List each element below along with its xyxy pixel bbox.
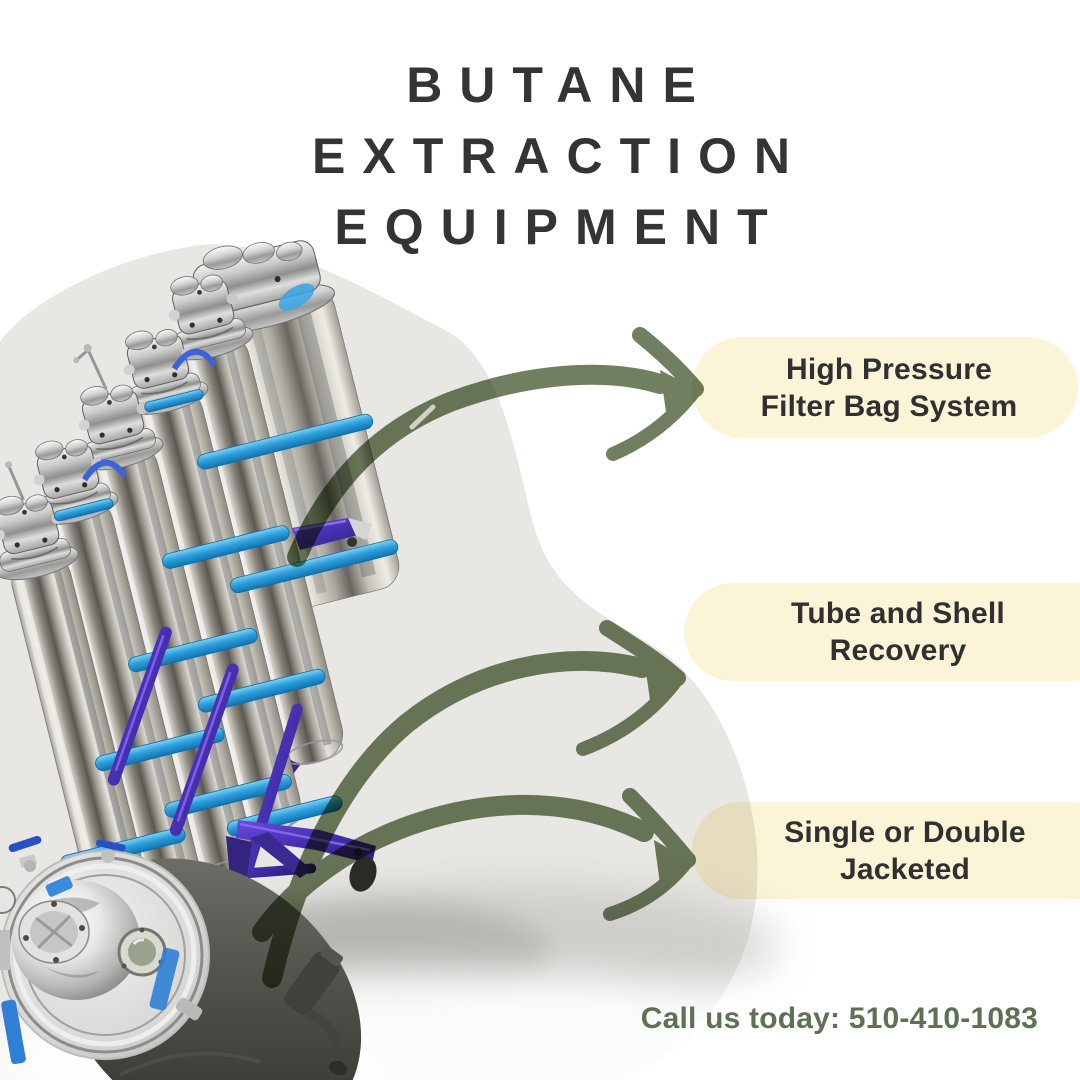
callout-label-recovery: Tube and Shell Recovery xyxy=(700,583,1080,681)
valve-handle-2 xyxy=(96,839,126,852)
collection-vessel xyxy=(0,835,362,1080)
callout-line: High Pressure xyxy=(785,352,992,386)
cta-phone: Call us today: 510-410-1083 xyxy=(640,1002,1038,1035)
pressure-gauge xyxy=(0,886,16,914)
callout-pill-recovery xyxy=(684,583,1080,681)
frame-leg-arm xyxy=(226,820,377,892)
callout-pill-filter-bag xyxy=(692,337,1078,438)
callout-line: Filter Bag System xyxy=(760,389,1018,423)
arrow-right-curved-icon-1 xyxy=(287,327,704,567)
callout-pill-jacketed xyxy=(692,802,1080,899)
drain-fitting xyxy=(284,945,343,1016)
callout-line: Jacketed xyxy=(839,852,971,886)
shell-cap xyxy=(192,240,335,335)
blue-tape-3 xyxy=(45,876,73,897)
arrow-right-curved-icon-3 xyxy=(252,788,696,942)
blue-tape xyxy=(149,947,180,1011)
leveling-foot xyxy=(349,856,377,892)
title-line: EXTRACTION xyxy=(312,128,807,184)
valve-handle xyxy=(8,835,42,853)
blue-tape-2 xyxy=(1,999,26,1065)
callout-line: Tube and Shell xyxy=(791,597,1005,630)
callout-line: Recovery xyxy=(829,634,967,667)
title-line: EQUIPMENT xyxy=(334,199,785,255)
vent-stem xyxy=(73,344,108,390)
title-line: BUTANE xyxy=(406,57,713,113)
vent-stem-2 xyxy=(5,461,25,501)
callout-line: Single or Double xyxy=(784,815,1026,849)
callout-label-filter-bag: High Pressure Filter Bag System xyxy=(700,337,1078,438)
callout-label-jacketed: Single or Double Jacketed xyxy=(710,802,1080,899)
poster-title: BUTANE EXTRACTION EQUIPMENT xyxy=(11,50,1080,263)
extraction-columns xyxy=(0,240,400,931)
